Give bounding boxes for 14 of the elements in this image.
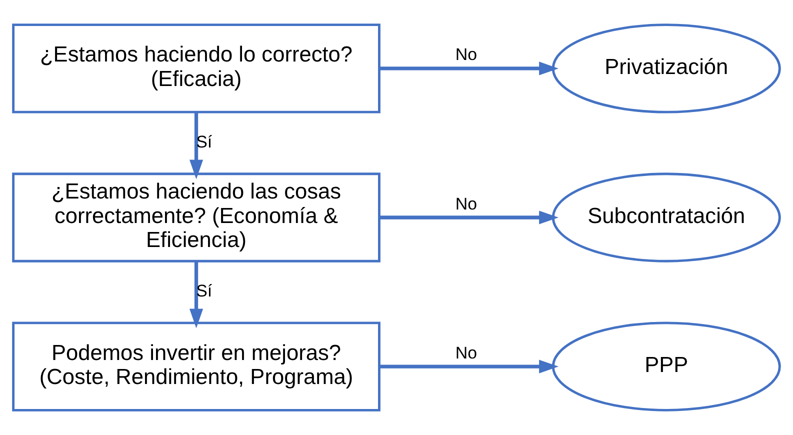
edge-label: No — [455, 194, 478, 214]
edge-label: No — [455, 45, 478, 64]
arrow — [379, 360, 559, 374]
edge-label: No — [455, 343, 478, 362]
node-box: ¿Estamos haciendo las cosas correctamente? (Economía & Eficiencia) — [12, 172, 380, 262]
arrow — [379, 210, 559, 224]
arrow — [189, 262, 204, 328]
node-ellipse: Subcontratación — [552, 172, 781, 262]
arrow — [189, 112, 204, 180]
node-box: Podemos invertir en mejoras? (Coste, Rendimiento, Programa) — [12, 322, 380, 412]
node-box: ¿Estamos haciendo lo correcto? (Eficacia) — [12, 24, 380, 114]
node-ellipse: Privatización — [552, 24, 781, 114]
node-ellipse: PPP — [552, 322, 781, 412]
arrow — [379, 62, 559, 76]
